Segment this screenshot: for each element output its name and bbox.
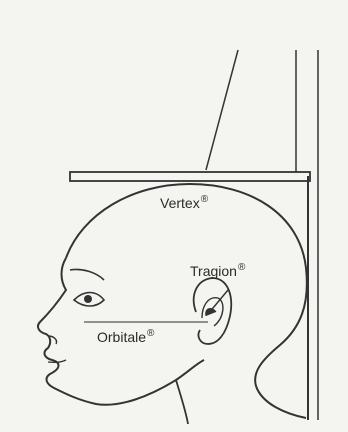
eyebrow bbox=[70, 269, 104, 280]
vertex-registered-mark: ® bbox=[201, 194, 208, 205]
stand-diagonal bbox=[206, 50, 238, 170]
tragion-pointer bbox=[208, 290, 228, 314]
tragion-label-text: Tragion bbox=[190, 263, 237, 279]
tragion-label: Tragion® bbox=[190, 263, 245, 278]
eye-pupil bbox=[84, 295, 92, 303]
headboard-bar bbox=[70, 172, 310, 181]
tragion-registered-mark: ® bbox=[238, 262, 245, 273]
vertex-label: Vertex® bbox=[160, 195, 208, 210]
jaw-line bbox=[176, 380, 188, 424]
orbitale-label: Orbitale® bbox=[97, 329, 154, 344]
vertex-label-text: Vertex bbox=[160, 195, 200, 211]
orbitale-label-text: Orbitale bbox=[97, 329, 146, 345]
orbitale-registered-mark: ® bbox=[147, 328, 154, 339]
